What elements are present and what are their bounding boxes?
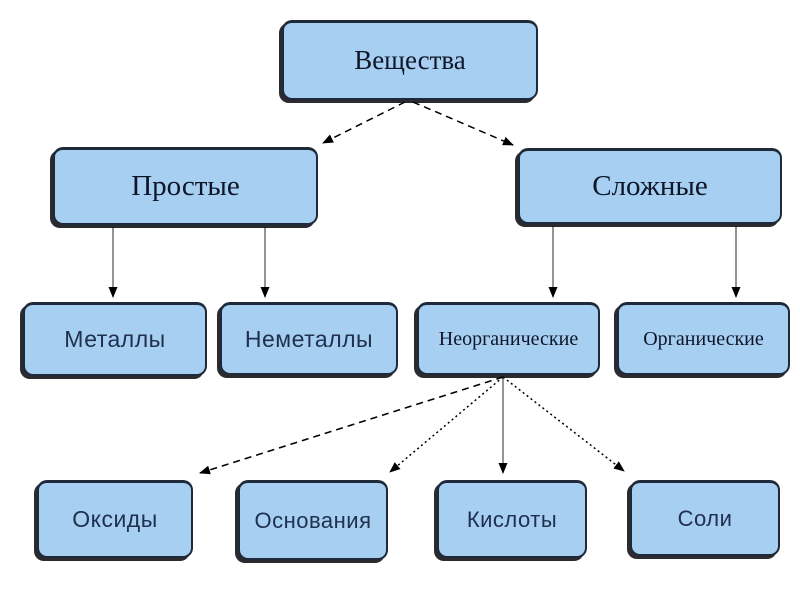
edge-veshchestva-prostye — [322, 101, 406, 144]
node-label: Соли — [677, 505, 733, 531]
node-label: Кислоты — [466, 506, 558, 532]
node-label: Неорганические — [438, 327, 579, 350]
node-inorganic: Неорганические — [417, 302, 600, 375]
edge-neorganicheskie-soli — [502, 376, 625, 472]
node-label: Вещества — [354, 45, 466, 75]
node-label: Сложные — [592, 170, 708, 202]
edge-veshchestva-slozhnye — [412, 101, 514, 146]
node-complex: Сложные — [518, 148, 782, 224]
node-simple: Простые — [53, 147, 318, 225]
node-organic: Органические — [617, 302, 790, 375]
node-metals: Металлы — [23, 302, 207, 376]
node-acids: Кислоты — [437, 480, 587, 558]
node-salts: Соли — [630, 480, 780, 556]
node-label: Основания — [254, 507, 372, 533]
node-oxides: Оксиды — [37, 480, 193, 558]
node-label: Оксиды — [72, 506, 158, 532]
node-substances: Вещества — [282, 20, 538, 100]
node-label: Органические — [643, 327, 764, 350]
node-label: Неметаллы — [244, 325, 374, 352]
node-label: Простые — [131, 170, 240, 202]
node-nonmetals: Неметаллы — [220, 302, 398, 375]
edge-neorganicheskie-oksidy — [199, 376, 504, 475]
node-label: Металлы — [64, 326, 166, 352]
node-bases: Основания — [238, 480, 388, 560]
edge-neorganicheskie-osnovaniya — [389, 376, 504, 473]
